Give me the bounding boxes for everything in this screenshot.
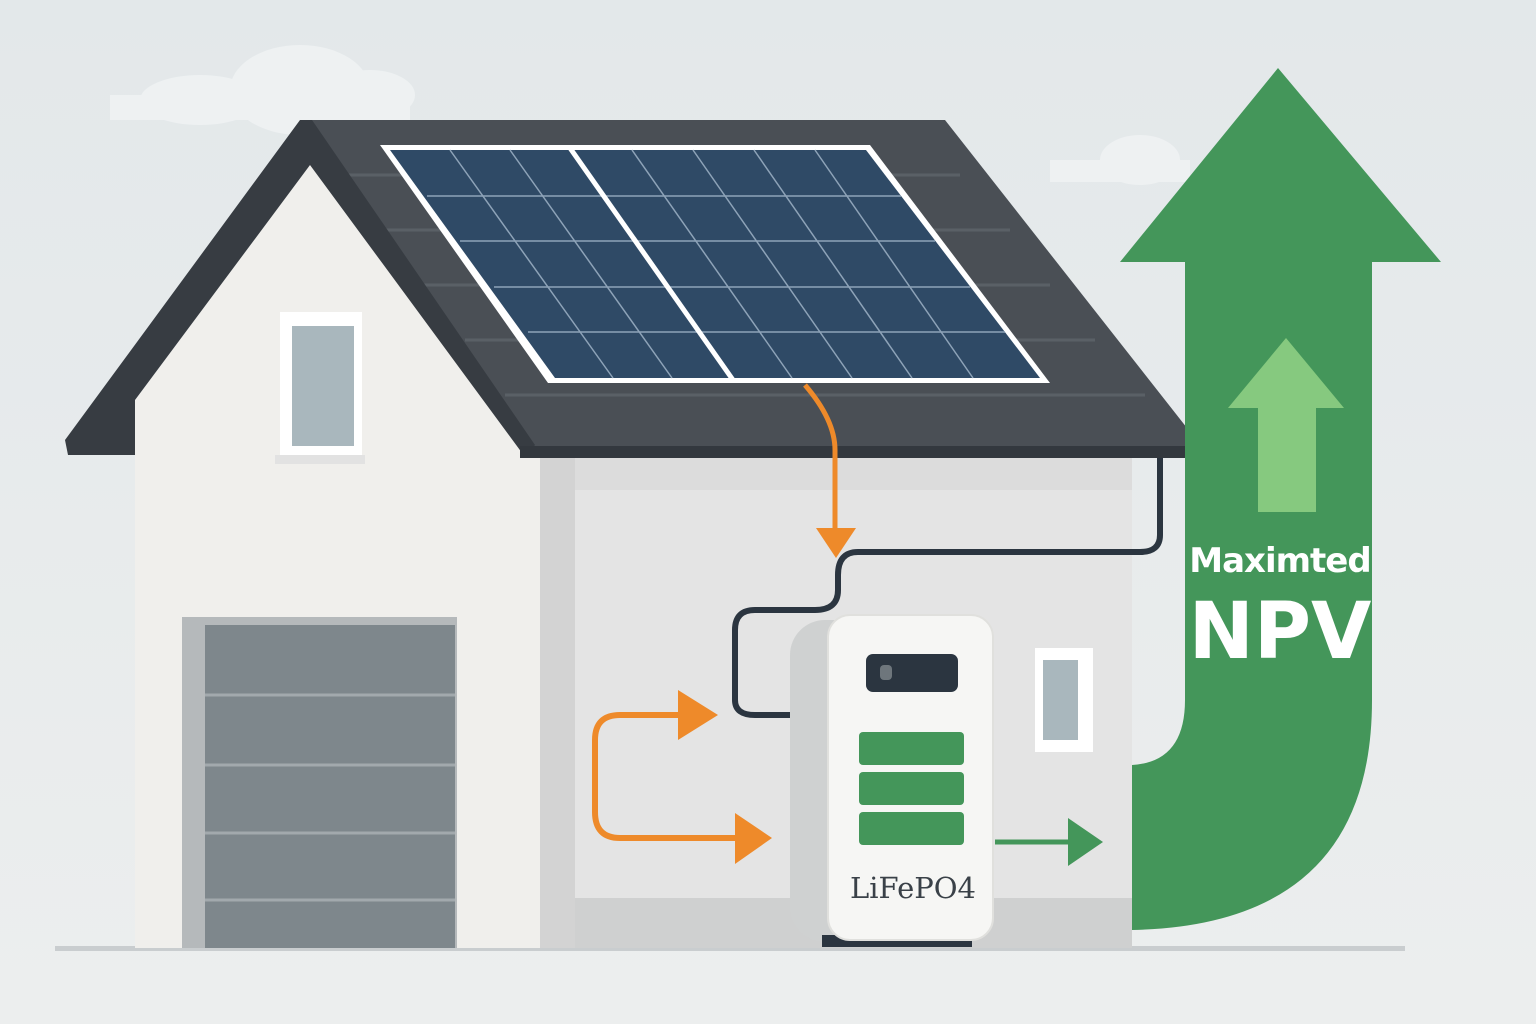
battery-display <box>866 654 958 692</box>
cloud <box>110 45 415 135</box>
ground-line <box>55 946 1405 951</box>
battery-output-arrow <box>995 818 1103 866</box>
solar-panel <box>380 145 1050 383</box>
npv-label-line2: NPV <box>1189 587 1372 677</box>
small-window <box>1035 648 1093 752</box>
charge-bar <box>859 812 964 845</box>
downspout <box>732 458 1163 718</box>
charge-bar <box>859 732 964 765</box>
solar-to-battery-arrow <box>803 383 856 558</box>
inner-up-arrow-icon <box>1228 338 1344 512</box>
gable-wall-shade <box>540 455 575 948</box>
grid-to-battery-arrow <box>592 690 772 864</box>
battery-label: LiFePO4 <box>850 871 976 905</box>
npv-label-line1: Maximted <box>1189 541 1370 581</box>
garage-door <box>182 617 457 948</box>
npv-growth-arrow: Maximted NPV <box>1120 68 1441 930</box>
upper-window <box>275 312 365 464</box>
gutter <box>520 446 1198 458</box>
charge-bar <box>859 772 964 805</box>
lifepo4-battery: LiFePO4 <box>790 614 994 947</box>
cloud <box>1050 135 1190 185</box>
roof-rake <box>65 120 535 457</box>
